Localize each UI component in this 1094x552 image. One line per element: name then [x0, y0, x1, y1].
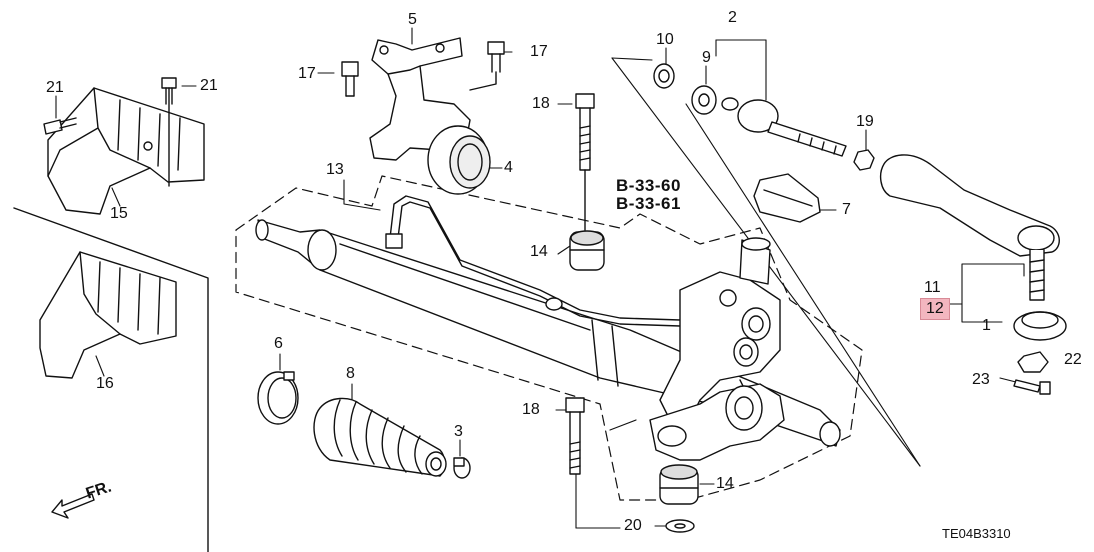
part-label-1: 1: [982, 317, 991, 334]
rubber-mount-14-upper: [569, 230, 605, 271]
valve-body: [659, 237, 781, 421]
part-label-21-left: 21: [46, 79, 64, 96]
part-label-2: 2: [728, 9, 737, 26]
bracket-16: [13, 207, 209, 552]
reference-link-1[interactable]: B-33-60: [616, 176, 681, 195]
bolt-21-left: [43, 117, 77, 135]
part-label-6: 6: [274, 335, 283, 352]
bolt-18-lower: [565, 397, 585, 475]
bushing-4: [427, 125, 491, 195]
part-label-14-lower: 14: [716, 475, 734, 492]
seal-10: [653, 63, 675, 89]
nut-22: [1017, 351, 1049, 373]
part-label-17-right: 17: [530, 43, 548, 60]
nut-19: [853, 149, 875, 171]
bracket-15: [47, 87, 205, 215]
part-label-18-lower: 18: [522, 401, 540, 418]
bolt-18-upper: [575, 93, 595, 231]
part-label-7: 7: [842, 201, 851, 218]
part-label-3: 3: [454, 423, 463, 440]
rubber-mount-14-lower: [659, 464, 699, 505]
bolt-17-left: [341, 61, 359, 97]
dust-boot-1: [1013, 311, 1067, 341]
bolt-21-right: [161, 77, 177, 187]
part-label-22: 22: [1064, 351, 1082, 368]
boot-clamp-6: [257, 371, 299, 425]
part-label-11: 11: [924, 279, 941, 296]
bolt-17-right: [469, 41, 505, 91]
part-label-23: 23: [972, 371, 990, 388]
part-label-8: 8: [346, 365, 355, 382]
tie-rod-2: [721, 97, 847, 157]
diagram-code: TE04B3310: [942, 526, 1011, 541]
part-label-5: 5: [408, 11, 417, 28]
part-label-14-upper: 14: [530, 243, 548, 260]
part-label-18-upper: 18: [532, 95, 550, 112]
reference-link-2[interactable]: B-33-61: [616, 194, 681, 213]
part-label-19: 19: [856, 113, 874, 130]
part-label-12-highlighted[interactable]: 12: [920, 298, 950, 320]
lock-washer-9: [691, 85, 717, 115]
part-label-16: 16: [96, 375, 114, 392]
part-label-13: 13: [326, 161, 344, 178]
part-label-10: 10: [656, 31, 674, 48]
front-direction-arrow: [51, 493, 95, 519]
tie-rod-end-11-12: [879, 154, 1060, 301]
boot-7: [753, 173, 821, 223]
leader-lines: [55, 27, 1047, 529]
hydraulic-lines: [385, 195, 721, 335]
assembly-dashed-outline: [235, 175, 863, 501]
part-label-17-left: 17: [298, 65, 316, 82]
bellows-boot-8: [313, 397, 447, 477]
washer-20: [665, 519, 695, 533]
part-label-20: 20: [624, 517, 642, 534]
small-clamp-3: [453, 457, 471, 479]
part-label-15: 15: [110, 205, 128, 222]
lower-mount-bracket: [649, 383, 785, 461]
part-label-4: 4: [504, 159, 513, 176]
part-label-21-right: 21: [200, 77, 218, 94]
bolt-23: [1013, 379, 1051, 395]
part-label-9: 9: [702, 49, 711, 66]
